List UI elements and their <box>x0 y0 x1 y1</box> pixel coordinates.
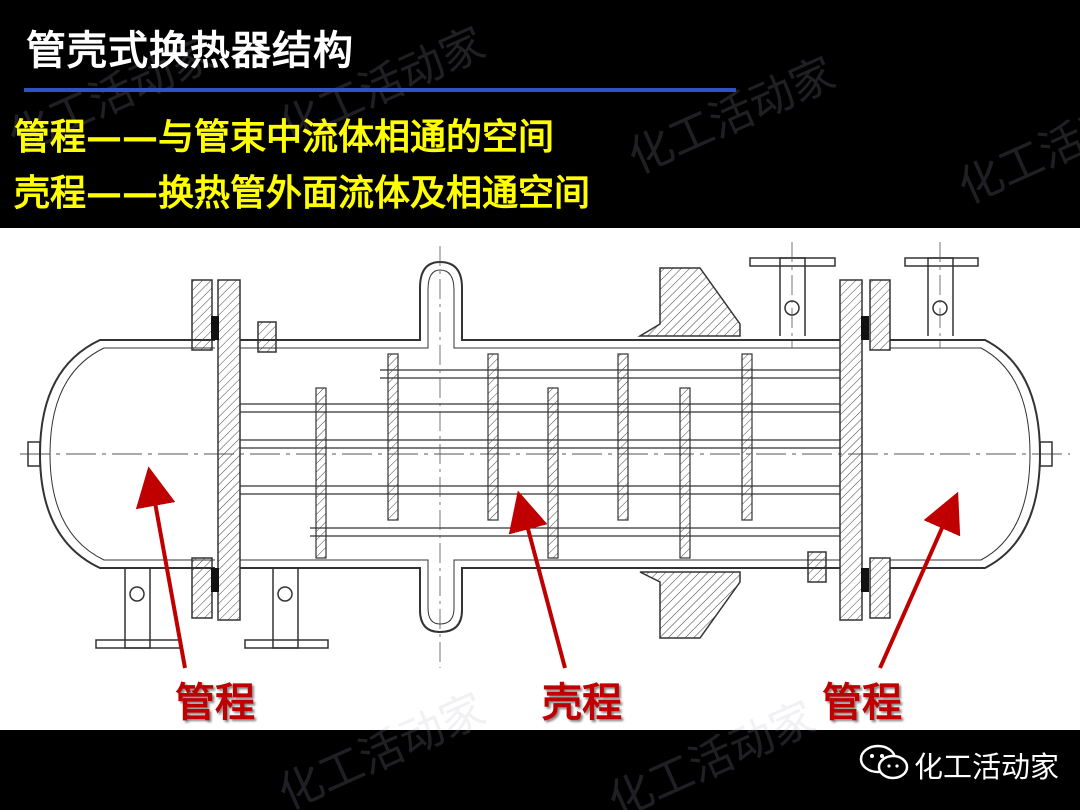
exchanger-drawing <box>20 242 1070 669</box>
watermark: 化工活动家 <box>950 78 1080 215</box>
saddle-top <box>637 267 741 337</box>
arrow-tube-side-left <box>135 466 187 669</box>
right-gasket-top <box>861 316 869 340</box>
left-tubesheet <box>217 279 241 621</box>
shell-side-definition: 壳程——换热管外面流体及相通空间 <box>14 172 591 214</box>
shell-top-inner <box>240 269 840 349</box>
brand-name: 化工活动家 <box>914 750 1060 784</box>
watermark: 化工活动家 <box>620 48 843 185</box>
left-flange-lower <box>191 557 213 619</box>
right-flange <box>869 279 891 351</box>
shell-top <box>240 260 840 341</box>
tube-side-definition: 管程——与管束中流体相通的空间 <box>14 116 555 158</box>
wechat-icon <box>859 744 909 780</box>
shell-bottom <box>240 567 840 634</box>
saddle-bottom <box>639 571 741 639</box>
arrow-tube-side-right <box>878 491 961 669</box>
tube-bundle <box>240 369 840 537</box>
arrow-shell-side <box>508 490 567 669</box>
left-nozzle-end <box>27 441 41 467</box>
shell-side-label: 壳程 <box>542 679 622 726</box>
title-underline <box>24 88 736 92</box>
left-gasket-top <box>211 316 219 340</box>
right-gasket-bottom <box>861 568 869 592</box>
heat-exchanger-diagram <box>0 228 1080 730</box>
right-nozzle-end <box>1039 441 1053 467</box>
right-tubesheet <box>839 279 863 621</box>
tube-side-label-left: 管程 <box>175 679 255 726</box>
slide-title: 管壳式换热器结构 <box>26 28 354 74</box>
baffles <box>315 353 753 559</box>
tube-side-label-right: 管程 <box>822 679 902 726</box>
right-channel-head-inner <box>890 347 1031 561</box>
left-channel-head-inner <box>49 347 215 561</box>
left-flange <box>191 279 213 351</box>
right-flange-lower <box>869 557 891 619</box>
left-gasket-bottom <box>211 568 219 592</box>
